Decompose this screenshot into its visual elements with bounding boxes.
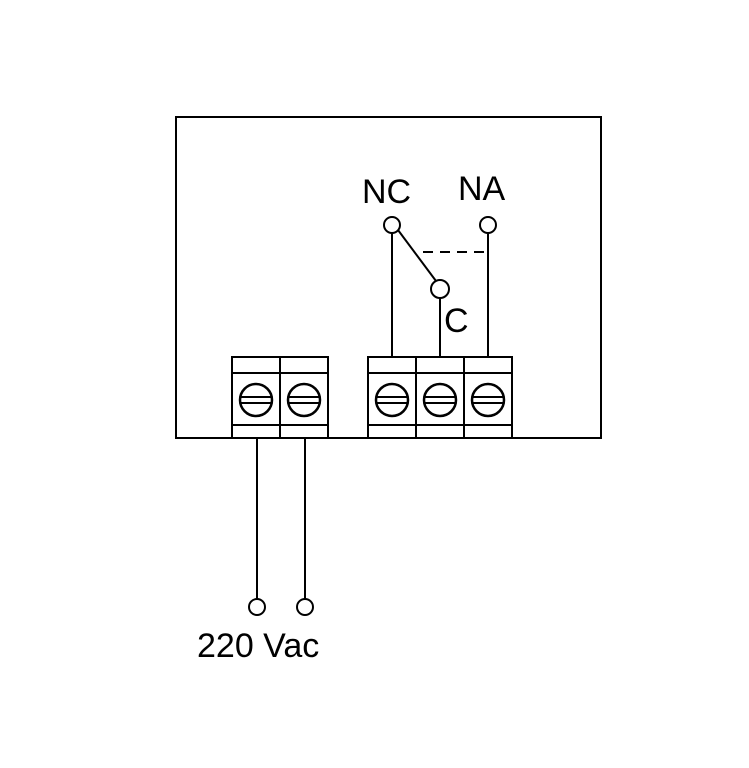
screw-terminal xyxy=(374,382,410,418)
enclosure-box xyxy=(175,116,602,439)
screw-terminal xyxy=(470,382,506,418)
relay-contacts xyxy=(383,216,497,357)
power-terminal-l xyxy=(248,598,266,616)
na-contact xyxy=(479,216,497,234)
power-leads xyxy=(248,438,314,616)
power-terminal-n xyxy=(296,598,314,616)
power-label: 220 Vac xyxy=(197,627,319,665)
screw-terminal xyxy=(286,382,322,418)
screw-terminal xyxy=(422,382,458,418)
nc-contact xyxy=(383,216,401,234)
relay-terminal-block xyxy=(367,356,513,439)
switch-arm xyxy=(397,229,437,282)
common-label: C xyxy=(444,302,469,340)
screw-terminal xyxy=(238,382,274,418)
na-label: NA xyxy=(458,170,506,208)
power-terminal-block xyxy=(231,356,329,439)
nc-label: NC xyxy=(362,173,411,211)
common-contact xyxy=(430,279,450,299)
